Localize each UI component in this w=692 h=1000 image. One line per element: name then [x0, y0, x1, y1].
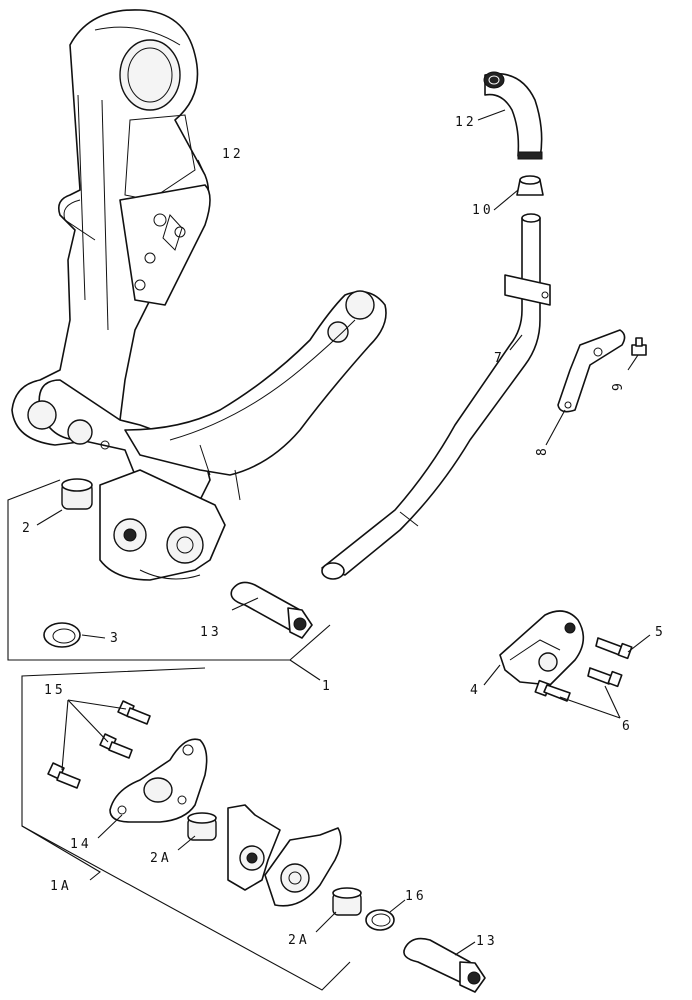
callout-7: 7 — [494, 351, 505, 366]
callout-1: 1 — [322, 679, 333, 694]
screw-9 — [631, 337, 647, 356]
kit-1-bracket — [7, 479, 331, 661]
callout-10: 10 — [472, 203, 494, 218]
callout-14: 14 — [70, 837, 92, 852]
callout-12-upper: 12 — [455, 115, 477, 130]
grommet-10 — [516, 175, 544, 196]
bushing-2a-upper — [187, 812, 217, 841]
bolt-5 — [595, 637, 633, 660]
hose-12 — [483, 71, 543, 160]
bracket-4 — [499, 610, 585, 686]
callout-3: 3 — [110, 631, 121, 646]
pin-13-lower — [403, 937, 486, 993]
bushing-16 — [365, 909, 395, 931]
bushing-2 — [61, 478, 93, 510]
callout-6: 6 — [622, 719, 633, 734]
seal-3 — [43, 622, 81, 648]
callout-13-upper: 13 — [200, 625, 222, 640]
callout-9: 9 — [611, 380, 626, 391]
bolt-15-b — [99, 733, 133, 759]
bolt-15-a — [117, 700, 151, 725]
bracket-8 — [557, 329, 626, 413]
callout-12-frame: 12 — [222, 147, 244, 162]
callout-1a: 1A — [50, 879, 72, 894]
callout-2: 2 — [22, 521, 33, 536]
arm-section-1a — [227, 804, 342, 907]
callout-2a-lower: 2A — [288, 933, 310, 948]
plate-14 — [109, 738, 208, 823]
bolt-15-c — [47, 762, 81, 789]
callout-2a-upper: 2A — [150, 851, 172, 866]
callout-16: 16 — [405, 889, 427, 904]
kit-1-leader — [289, 659, 321, 681]
tube-7 — [321, 213, 551, 580]
bolt-6-upper — [587, 667, 623, 688]
callout-15: 15 — [44, 683, 66, 698]
lift-arm-assembly — [11, 9, 387, 581]
pin-13-upper — [230, 581, 313, 639]
kit-1a-leader — [21, 825, 101, 881]
bushing-2a-lower — [332, 887, 362, 916]
callout-4: 4 — [470, 683, 481, 698]
callout-5: 5 — [655, 625, 666, 640]
callout-13-lower: 13 — [476, 934, 498, 949]
leader-lines — [36, 109, 651, 956]
callout-8: 8 — [535, 445, 550, 456]
callout-labels: 1 1A 2 2A 2A 3 4 5 6 7 8 9 10 12 12 13 1… — [22, 115, 666, 949]
bolt-6-lower — [534, 679, 571, 702]
